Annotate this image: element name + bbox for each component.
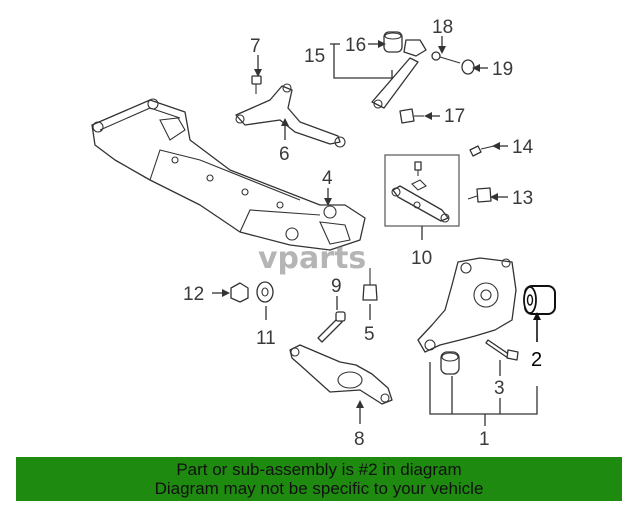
lower-control-arm	[289, 344, 393, 405]
callout-16: 16	[345, 35, 366, 56]
callout-18: 18	[432, 17, 453, 38]
toe-link-assembly	[371, 31, 475, 124]
nut-12	[230, 282, 249, 303]
bolt-9	[317, 311, 346, 343]
bushing-3	[440, 351, 460, 375]
callout-8: 8	[354, 429, 365, 450]
callout-14: 14	[512, 137, 534, 158]
banner-line-2: Diagram may not be specific to your vehi…	[154, 479, 484, 498]
washer-11	[256, 281, 274, 303]
callout-12: 12	[183, 284, 204, 305]
callout-11: 11	[256, 328, 276, 349]
subframe-crossmember	[91, 98, 366, 251]
callout-7: 7	[250, 36, 261, 57]
watermark: vparts	[258, 241, 366, 276]
banner-line-1: Part or sub-assembly is #2 in diagram	[176, 460, 462, 479]
knuckle	[417, 257, 517, 353]
callout-3: 3	[494, 378, 505, 399]
callout-2-highlighted: 2	[531, 349, 542, 371]
callout-10: 10	[411, 248, 432, 269]
callout-1: 1	[479, 429, 490, 450]
parts-diagram: vparts	[91, 17, 556, 450]
upper-control-arm	[235, 83, 346, 148]
leader-lines	[212, 36, 538, 426]
callout-13: 13	[512, 188, 533, 209]
lateral-link-box	[384, 154, 460, 227]
callout-15: 15	[304, 46, 325, 67]
bolt-13	[467, 187, 492, 203]
callout-17: 17	[444, 106, 465, 127]
callout-4: 4	[322, 168, 333, 189]
bushing-2-highlighted	[523, 285, 556, 342]
callout-5: 5	[364, 324, 375, 345]
bolt-7	[251, 75, 262, 94]
bolt-14	[469, 145, 495, 157]
info-banner: Part or sub-assembly is #2 in diagram Di…	[16, 457, 622, 501]
bolt-5	[362, 268, 378, 301]
bushing-16	[383, 31, 403, 53]
callout-6: 6	[279, 144, 290, 165]
callout-9: 9	[331, 276, 342, 297]
bolt-3	[485, 339, 519, 361]
callout-19: 19	[492, 59, 513, 80]
callout-numbers: 7 6 15 16 18 19 17 4 14 13 10 12 11 9 5 …	[183, 17, 542, 450]
